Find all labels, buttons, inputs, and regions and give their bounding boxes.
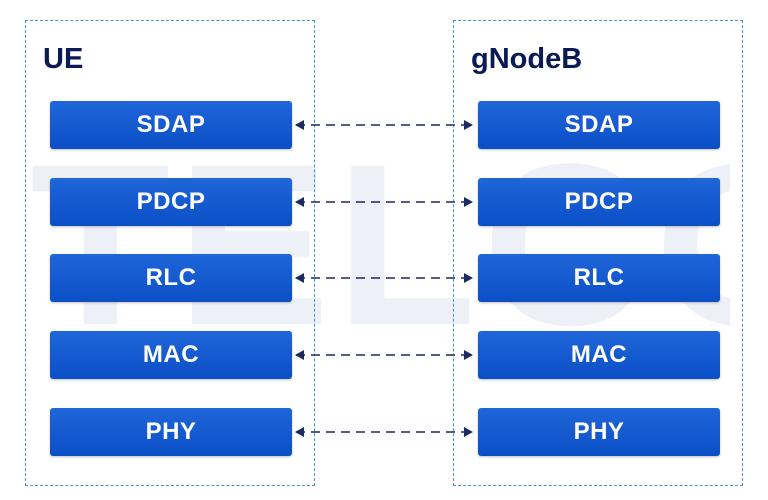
watermark-logo: TELCO [30,140,730,350]
gnodeb-stack: gNodeB SDAP PDCP RLC MAC PHY [453,20,743,486]
ue-layer-mac: MAC [50,331,292,379]
gnodeb-title: gNodeB [471,43,583,75]
ue-layer-sdap: SDAP [50,101,292,149]
ue-stack: UE SDAP PDCP RLC MAC PHY [25,20,315,486]
gnodeb-layer-mac: MAC [478,331,720,379]
gnodeb-layer-pdcp: PDCP [478,178,720,226]
gnodeb-layer-rlc: RLC [478,254,720,302]
ue-title: UE [43,43,84,75]
ue-layer-rlc: RLC [50,254,292,302]
ue-layer-phy: PHY [50,408,292,456]
gnodeb-layer-sdap: SDAP [478,101,720,149]
gnodeb-layer-phy: PHY [478,408,720,456]
ue-layer-pdcp: PDCP [50,178,292,226]
